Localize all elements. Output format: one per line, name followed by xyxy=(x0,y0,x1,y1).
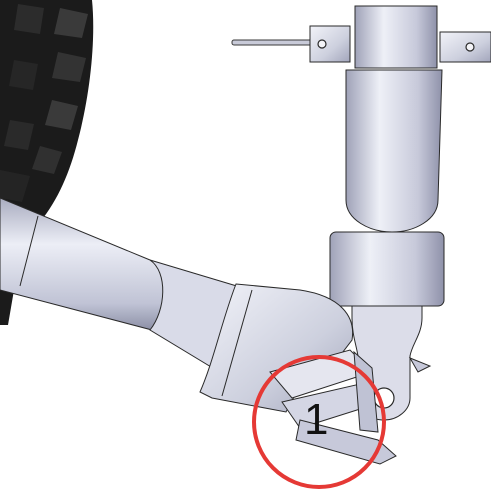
tire xyxy=(0,0,94,325)
vertical-cylinder xyxy=(345,5,443,233)
callout-circle xyxy=(252,355,386,489)
callout-number: 1 xyxy=(304,395,329,444)
diagonal-arm xyxy=(0,197,354,413)
top-pin-bar xyxy=(231,25,491,63)
